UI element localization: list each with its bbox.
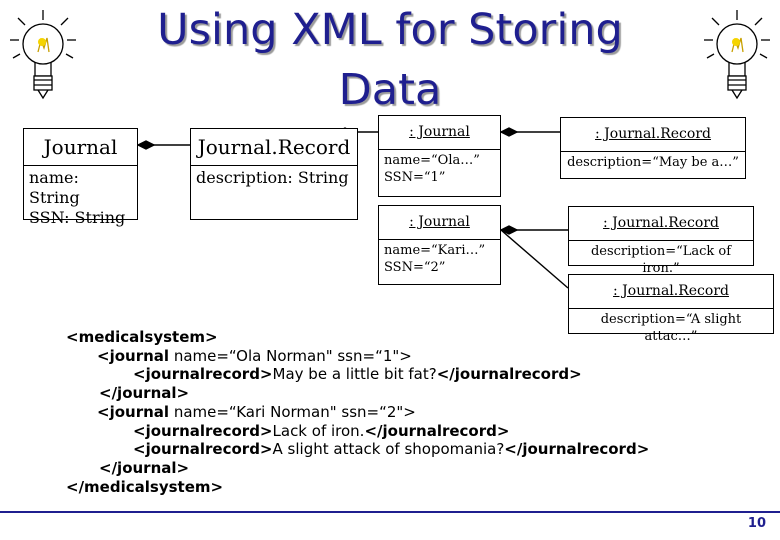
xml-line: <medicalsystem>	[66, 328, 649, 347]
xml-text: Lack of iron.	[272, 421, 365, 440]
xml-line: <journalrecord>Lack of iron.</journalrec…	[66, 422, 649, 441]
page-number: 10	[747, 516, 766, 531]
object-record-3-name: : Journal.Record	[569, 275, 773, 309]
composition-diamond	[136, 140, 156, 150]
light-bulb-icon	[704, 10, 770, 100]
object-record-1: : Journal.Record description=“May be a…”	[560, 117, 746, 179]
xml-text: A slight attack of shopomania?	[272, 440, 505, 459]
xml-tag: </journalrecord>	[436, 365, 582, 384]
object-record-2-attributes: description=“Lack of iron.”	[590, 244, 732, 276]
composition-line	[500, 229, 569, 289]
xml-text: May be a little bit fat?	[272, 365, 437, 384]
object-journal-2-name: : Journal	[379, 206, 500, 240]
xml-tag: <journalrecord>	[133, 421, 273, 440]
xml-line: </journal>	[66, 459, 649, 478]
xml-line: <journal name=“Kari Norman" ssn=“2">	[66, 403, 649, 422]
xml-line: <journalrecord>May be a little bit fat?<…	[66, 365, 649, 384]
class-journal-name: Journal	[24, 129, 137, 166]
xml-line: <journal name=“Ola Norman" ssn=“1">	[66, 347, 649, 366]
xml-line: </journal>	[66, 384, 649, 403]
xml-tag: <journal	[97, 402, 170, 421]
object-journal-1: : Journal name=“Ola…” SSN=“1”	[378, 115, 501, 197]
object-record-1-name: : Journal.Record	[561, 118, 745, 152]
composition-diamond	[499, 127, 519, 137]
light-bulb-icon	[10, 10, 76, 100]
xml-tag: <journalrecord>	[133, 440, 273, 459]
object-journal-1-attributes: name=“Ola…” SSN=“1”	[384, 153, 480, 185]
class-journal-record: Journal.Record description: String	[190, 128, 358, 220]
object-record-3: : Journal.Record description=“A slight a…	[568, 274, 774, 344]
object-record-2: : Journal.Record description=“Lack of ir…	[568, 206, 754, 276]
slide-title: Using XML for Storing Data	[60, 0, 720, 120]
xml-tag: </journal>	[99, 384, 190, 403]
object-record-3-attributes: description=“A slight attac…”	[600, 312, 742, 344]
object-record-1-attributes: description=“May be a…”	[567, 155, 739, 170]
object-journal-1-name: : Journal	[379, 116, 500, 150]
xml-tag: </journal>	[99, 458, 190, 477]
xml-tag: <journalrecord>	[133, 365, 273, 384]
composition-diamond	[499, 225, 519, 235]
xml-tag: <medicalsystem>	[66, 328, 218, 346]
class-journal-record-name: Journal.Record	[191, 129, 357, 166]
xml-attributes: name=“Kari Norman" ssn=“2">	[169, 402, 416, 421]
object-journal-2: : Journal name=“Kari…” SSN=“2”	[378, 205, 501, 285]
footer-divider	[0, 511, 780, 513]
class-journal: Journal name: String SSN: String	[23, 128, 138, 227]
slide-title-line-2: Data	[338, 65, 442, 115]
xml-line: <journalrecord>A slight attack of shopom…	[66, 440, 649, 459]
xml-code-block: <medicalsystem> <journal name=“Ola Norma…	[66, 328, 649, 496]
class-journal-attributes: name: String SSN: String	[29, 168, 126, 227]
xml-tag: </journalrecord>	[364, 421, 510, 440]
object-record-2-name: : Journal.Record	[569, 207, 753, 241]
xml-tag: <journal	[97, 346, 170, 365]
class-journal-record-attributes: description: String	[196, 168, 349, 187]
object-journal-2-attributes: name=“Kari…” SSN=“2”	[384, 243, 486, 275]
slide-title-line-1: Using XML for Storing	[157, 5, 623, 55]
xml-tag: </medicalsystem>	[66, 477, 224, 496]
xml-tag: </journalrecord>	[504, 440, 650, 459]
xml-attributes: name=“Ola Norman" ssn=“1">	[169, 346, 412, 365]
xml-line: </medicalsystem>	[66, 478, 649, 497]
